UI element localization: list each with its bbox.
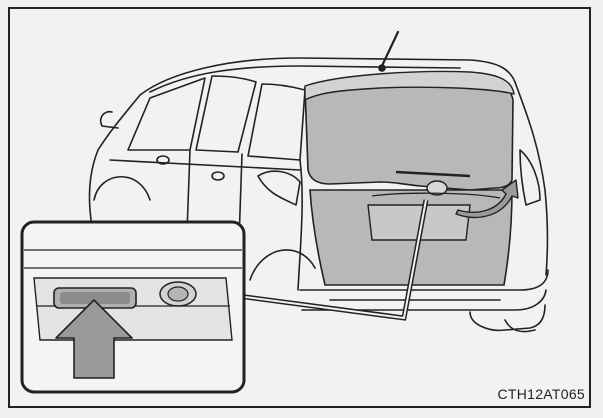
- rear-wiper: [395, 170, 471, 178]
- curved-arrow-icon: [455, 179, 519, 219]
- car-body: [88, 30, 549, 333]
- inset-closeup: [20, 220, 246, 394]
- emblem: [426, 180, 448, 196]
- up-arrow-icon: [55, 299, 133, 379]
- figure-code: CTH12AT065: [497, 386, 585, 402]
- back-door: [304, 70, 515, 286]
- license-plate-recess: [367, 204, 471, 241]
- rear-spoiler: [304, 70, 515, 102]
